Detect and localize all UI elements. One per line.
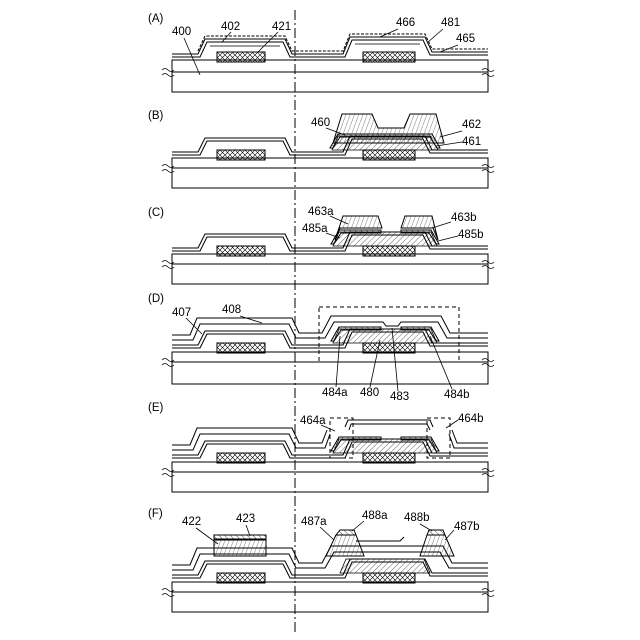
panel-c-tag: (C) — [148, 207, 164, 219]
gate-right — [363, 52, 415, 62]
panel-e-tag: (E) — [148, 402, 164, 414]
label-463b: 463b — [451, 212, 477, 224]
label-423: 423 — [236, 513, 255, 525]
label-484b: 484b — [444, 389, 470, 401]
block-487b — [420, 535, 454, 556]
label-481: 481 — [441, 17, 460, 29]
label-422: 422 — [182, 516, 201, 528]
label-465: 465 — [456, 33, 475, 45]
panel-d: (D) 407 408 484a 480 483 484b — [148, 293, 494, 403]
label-484a: 484a — [322, 387, 348, 399]
label-408: 408 — [222, 304, 241, 316]
label-464b: 464b — [458, 413, 484, 425]
label-460: 460 — [311, 117, 330, 129]
label-421: 421 — [272, 21, 291, 33]
label-485a: 485a — [302, 223, 328, 235]
block-422 — [214, 539, 266, 556]
panel-a: (A) 400 402 421 466 481 465 — [148, 13, 494, 92]
label-400: 400 — [172, 26, 191, 38]
label-483: 483 — [390, 391, 409, 403]
block-488a — [336, 530, 356, 535]
label-402: 402 — [221, 21, 240, 33]
panel-b-tag: (B) — [148, 110, 164, 122]
panel-b: (B) 460 462 461 — [148, 110, 494, 188]
panel-f: (F) 422 423 487a 488a 488b 487b — [148, 508, 494, 612]
label-466: 466 — [396, 17, 415, 29]
label-487b: 487b — [454, 521, 480, 533]
panel-f-tag: (F) — [148, 508, 163, 520]
gate-left — [217, 52, 265, 62]
label-461: 461 — [462, 136, 481, 148]
panel-d-tag: (D) — [148, 293, 164, 305]
resist-460 — [333, 114, 444, 143]
block-423 — [214, 535, 266, 540]
label-485b: 485b — [458, 229, 484, 241]
label-488a: 488a — [362, 510, 388, 522]
label-462: 462 — [462, 119, 481, 131]
label-407: 407 — [172, 307, 191, 319]
block-488b — [427, 530, 445, 535]
panel-e: (E) 464a 464b — [148, 402, 494, 492]
panel-a-tag: (A) — [148, 13, 164, 25]
panel-c: (C) 463a 485a 463b 485b — [148, 206, 494, 284]
label-487a: 487a — [301, 516, 327, 528]
label-488b: 488b — [404, 512, 430, 524]
label-480: 480 — [360, 387, 379, 399]
